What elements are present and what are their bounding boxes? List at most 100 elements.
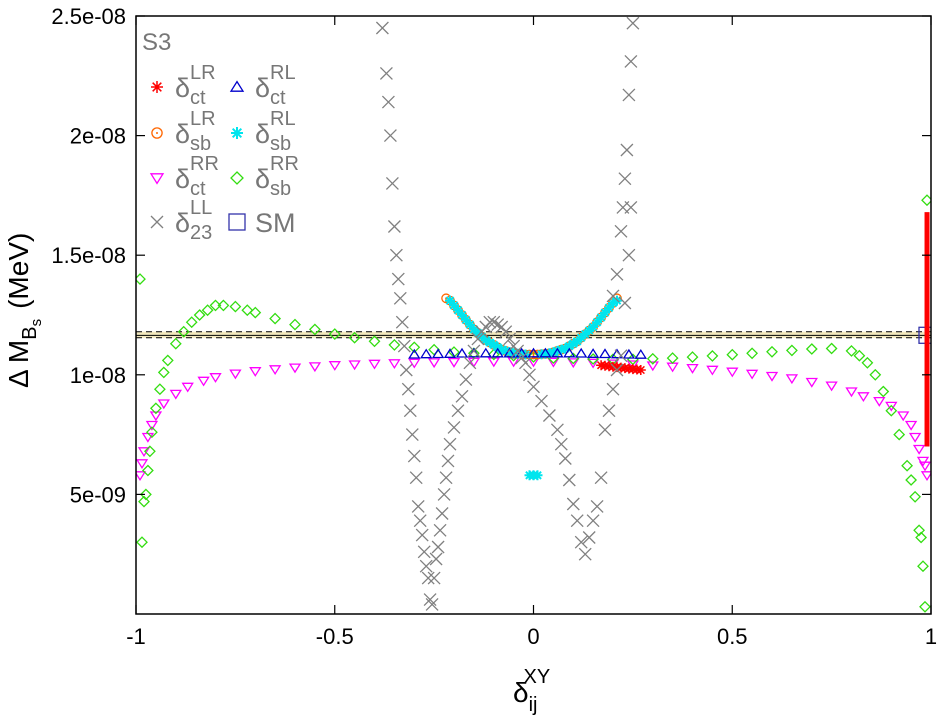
point-ct_RR	[447, 357, 461, 368]
point-LL23	[582, 531, 596, 544]
point-LL23	[554, 437, 568, 451]
point-ct_RR	[904, 420, 918, 431]
point-LL23_upper	[624, 54, 638, 68]
point-LL23	[405, 428, 419, 442]
point-LL23	[519, 356, 532, 370]
point-ct_RL	[491, 347, 504, 358]
legend-marker-LL23	[150, 215, 164, 229]
point-LL23	[415, 528, 429, 542]
point-ct_RL	[455, 347, 469, 358]
legend-entry-SM: SM	[228, 208, 296, 238]
point-sb_RR	[917, 560, 929, 573]
point-sb_RL	[504, 347, 515, 358]
point-ct_RR	[920, 471, 931, 482]
point-ct_LR	[635, 365, 646, 375]
point-LL23	[487, 315, 501, 329]
point-sb_RL	[548, 347, 559, 358]
point-sb_RL	[468, 324, 479, 335]
legend-marker-sb_RR	[230, 171, 244, 185]
point-sb_RR	[249, 306, 262, 319]
point-sb_RR	[388, 338, 401, 351]
point-sb_RL	[496, 344, 507, 355]
point-sb_RR	[269, 312, 282, 325]
legend-entry-LL23: δ23LL	[150, 197, 212, 244]
point-ct_RR	[308, 362, 322, 373]
point-LL23	[379, 66, 393, 80]
point-sb_RL	[445, 295, 455, 306]
x-tick-label: 0	[527, 624, 539, 649]
legend-label-sup: RL	[270, 108, 296, 130]
point-LL23	[574, 535, 588, 549]
point-LL23	[459, 373, 473, 387]
x-tick-label: 0.5	[717, 624, 748, 649]
point-LL23	[393, 291, 407, 305]
point-sb_RR	[825, 342, 838, 355]
point-ct_RR	[897, 411, 910, 422]
point-LL23	[527, 380, 540, 394]
point-LL23	[409, 471, 423, 485]
point-ct_RR	[857, 392, 870, 403]
point-ct_RL	[622, 348, 636, 359]
point-LL23_upper	[626, 16, 640, 30]
legend-label-sb_LR: δsbLR	[175, 108, 216, 155]
point-LL23_upper	[616, 200, 630, 214]
point-ct_RR	[706, 365, 719, 376]
point-LL23	[437, 487, 451, 501]
y-tick-label: 5e-09	[70, 482, 126, 507]
legend-label-sub: ct	[270, 87, 286, 109]
point-LL23	[550, 423, 564, 437]
point-sb_RL	[500, 345, 511, 356]
point-sb_RR	[201, 304, 214, 317]
point-ct_RR	[825, 381, 838, 392]
point-sb_RR	[869, 368, 882, 381]
point-sb_RL	[492, 342, 503, 353]
band-fill	[136, 331, 931, 338]
point-sb_RR	[139, 488, 152, 501]
point-sb_RR	[885, 404, 898, 417]
legend-marker-ct_LR	[151, 81, 163, 93]
point-sb_RR	[217, 299, 230, 312]
point-ct_RR	[765, 371, 779, 382]
legend-entry-sb_LR: δsbLR	[151, 108, 216, 155]
point-sb_RL	[453, 305, 463, 316]
point-LL23_upper	[610, 267, 624, 281]
point-sb_RR	[853, 349, 866, 362]
point-LL23	[451, 404, 465, 418]
point-LL23	[590, 499, 604, 513]
legend-marker-SM	[228, 213, 246, 231]
legend-label-base: δ	[255, 119, 270, 149]
experimental-band	[136, 331, 931, 339]
point-LL23	[395, 315, 409, 329]
y-axis-title: Δ MBs(MeV)	[3, 233, 45, 388]
legend-label-base: δ	[175, 164, 190, 194]
legend-label-sub: sb	[190, 133, 211, 155]
point-ct_RL	[503, 347, 516, 358]
point-LL23	[535, 394, 548, 408]
point-LL23	[441, 454, 455, 468]
legend-label-ct_RR: δctRR	[175, 153, 219, 200]
point-LL23_upper	[614, 224, 628, 238]
point-sb_RR	[905, 474, 918, 486]
legend-label-sub: 23	[190, 222, 212, 244]
point-ct_RR	[845, 387, 858, 398]
point-sb_RL	[596, 312, 607, 323]
point-LL23_upper	[618, 172, 632, 186]
point-sb_RR	[177, 325, 190, 338]
point-LL23	[570, 514, 584, 528]
point-ct_RL	[443, 348, 457, 358]
legend-label-sup: RL	[270, 62, 296, 84]
point-LL23	[562, 473, 576, 487]
point-sb_RR	[785, 344, 798, 357]
x-axis-title-base: δ	[513, 677, 529, 708]
series-ct_LR	[596, 360, 646, 375]
point-sb_RL	[592, 317, 603, 328]
legend-label-base: SM	[255, 208, 296, 238]
point-LL23_upper	[622, 88, 636, 102]
point-LL23	[399, 363, 413, 377]
point-sb_RR	[153, 383, 166, 396]
point-LL23	[471, 332, 485, 346]
point-sb_RL	[608, 298, 618, 308]
legend-label-sup: LL	[190, 197, 212, 219]
point-LL23	[447, 420, 461, 434]
point-ct_RR	[348, 360, 361, 371]
